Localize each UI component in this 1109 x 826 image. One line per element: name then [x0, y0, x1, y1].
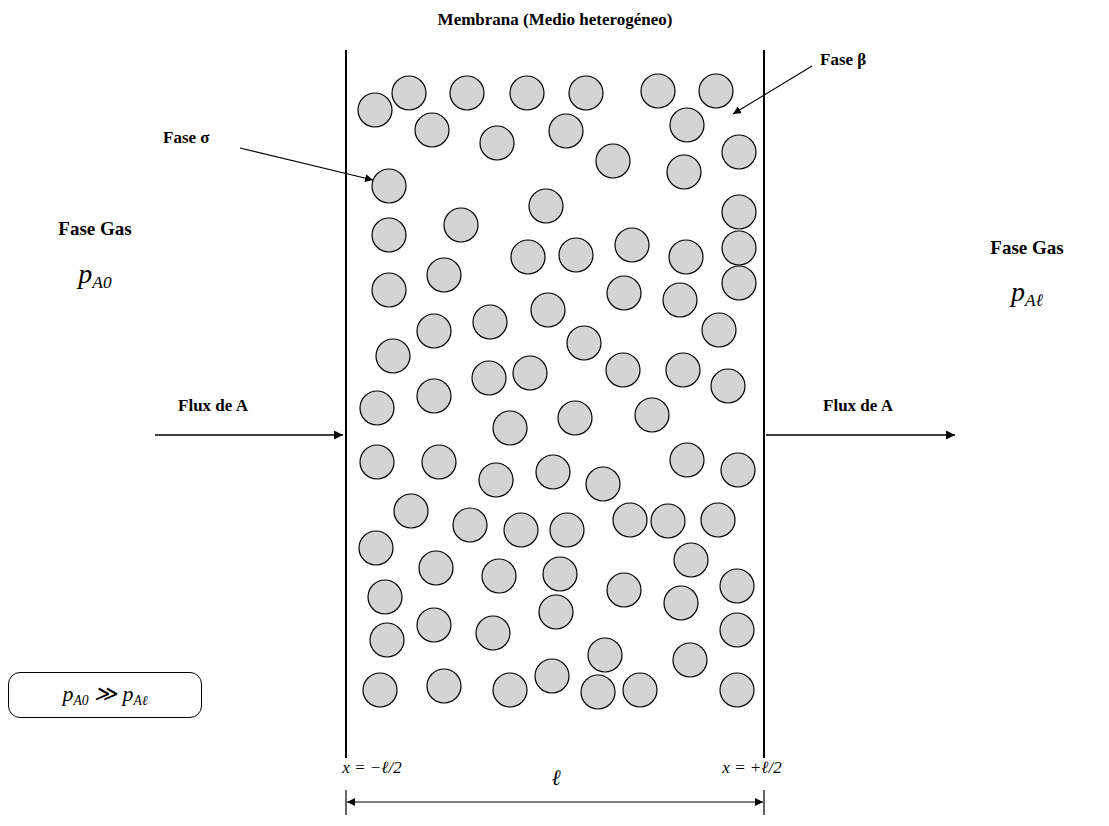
- gas-phase-label: Fase Gas: [58, 218, 131, 240]
- flux-label: Flux de A: [178, 396, 248, 416]
- membrane-walls: [345, 50, 765, 758]
- flux-arrow-in: [155, 434, 343, 435]
- pressure-symbol: pA0: [78, 258, 111, 293]
- sigma-leader: [240, 148, 373, 180]
- position-label: x = +ℓ/2: [722, 758, 781, 778]
- dimension-tick: [763, 790, 764, 815]
- flux-label: Flux de A: [823, 396, 893, 416]
- sigma-particles: [358, 74, 756, 709]
- gas-phase-label: Fase Gas: [990, 237, 1063, 259]
- flux-arrow-out: [766, 434, 955, 435]
- membrane-box: Membrana (Medio heterogéneo): [345, 2, 765, 758]
- membrane-heading: Membrana (Medio heterogéneo): [345, 10, 765, 30]
- condition-text: pA0 ≫ pAℓ: [62, 681, 147, 709]
- dimension-label: ℓ: [551, 765, 560, 790]
- phase-label: Fase β: [820, 50, 866, 70]
- dimension-line: [347, 801, 763, 802]
- phase-label: Fase σ: [163, 128, 210, 148]
- condition-box: pA0 ≫ pAℓ: [8, 672, 202, 718]
- dimension-tick: [345, 790, 346, 815]
- pressure-symbol: pAℓ: [1011, 276, 1043, 311]
- position-label: x = −ℓ/2: [342, 758, 401, 778]
- beta-leader: [733, 66, 812, 114]
